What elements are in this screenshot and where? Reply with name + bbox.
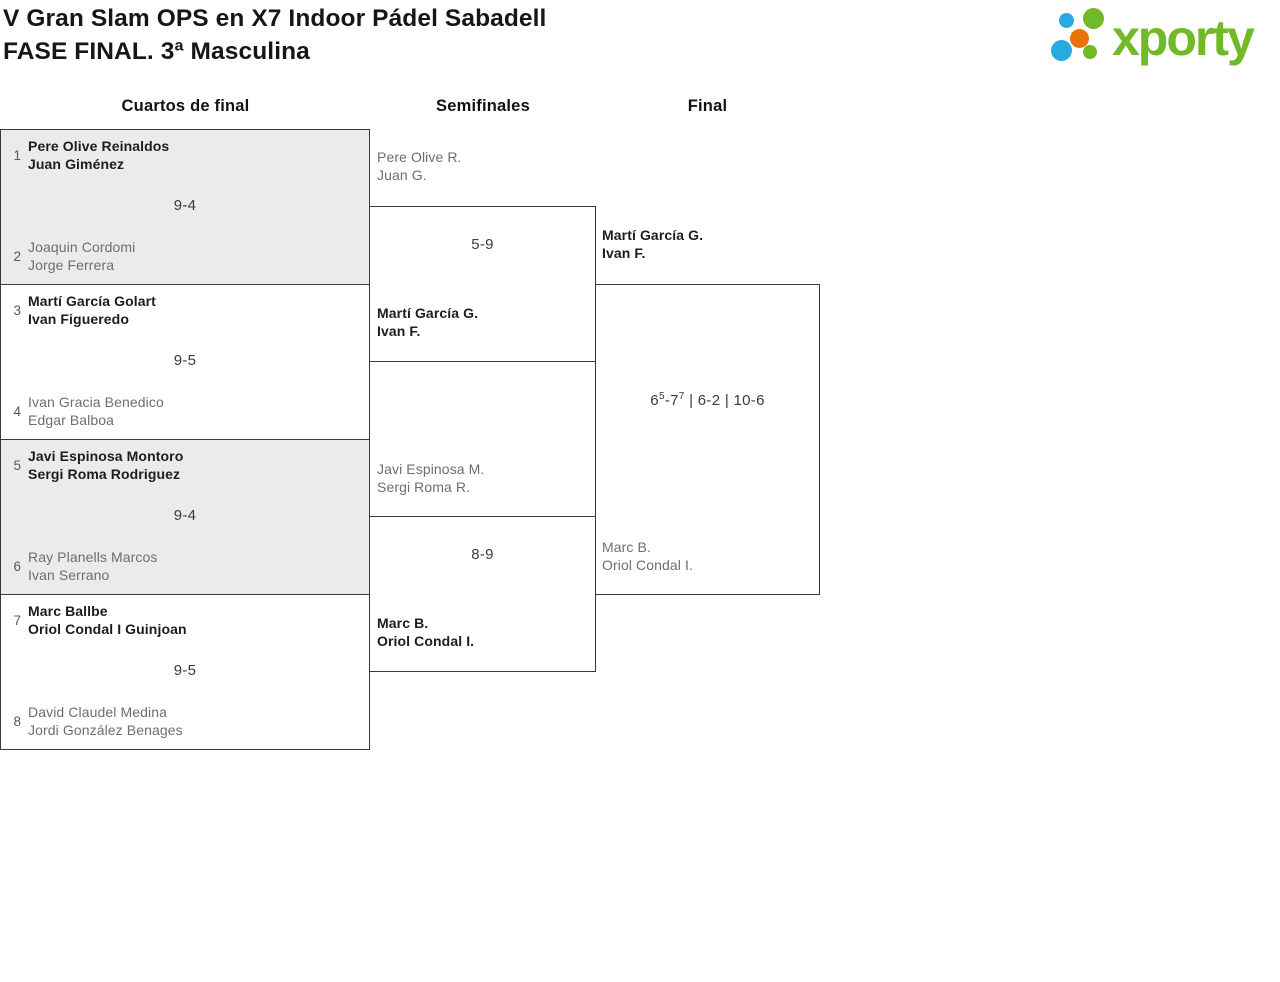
player-name: Javi Espinosa M. [377, 461, 485, 477]
seed-number: 1 [13, 147, 21, 163]
player-name: Sergi Roma Rodriguez [28, 466, 181, 482]
player-name: Pere Olive R. [377, 149, 462, 165]
column-header-final: Final [687, 97, 728, 115]
team-names: Martí García Golart Ivan Figueredo [28, 292, 156, 328]
player-name: Ivan Gracia Benedico [28, 394, 164, 410]
player-name: Javi Espinosa Montoro [28, 448, 184, 464]
final-match-box [595, 284, 820, 595]
player-name: David Claudel Medina [28, 704, 167, 720]
qf-match-1: 1 Pere Olive Reinaldos Juan Giménez 9-4 … [0, 129, 370, 285]
bracket-slot-seed6: 6 Ray Planells Marcos Ivan Serrano [1, 548, 369, 584]
final-score-part: 7 [670, 392, 679, 409]
qf-match-4: 7 Marc Ballbe Oriol Condal I Guinjoan 9-… [0, 594, 370, 750]
player-name: Ivan F. [602, 245, 646, 261]
player-name: Martí García Golart [28, 293, 156, 309]
bracket-slot-seed8: 8 David Claudel Medina Jordi González Be… [1, 703, 369, 739]
logo-dot-blue-big-icon [1051, 40, 1072, 61]
final-score-part: - [664, 392, 671, 409]
team-names: Marc Ballbe Oriol Condal I Guinjoan [28, 602, 187, 638]
final-score: 65-77 | 6-2 | 10-6 [595, 391, 820, 410]
final-score-tiebreak: 7 [678, 391, 685, 402]
page-title: V Gran Slam OPS en X7 Indoor Pádel Sabad… [3, 2, 546, 68]
logo-dot-green-small-icon [1083, 45, 1097, 59]
logo-dot-green-big-icon [1083, 8, 1104, 29]
tournament-title: V Gran Slam OPS en X7 Indoor Pádel Sabad… [3, 5, 547, 32]
final-team-top: Martí García G. Ivan F. [602, 226, 703, 262]
seed-number: 8 [13, 713, 21, 729]
player-name: Ivan Figueredo [28, 311, 129, 327]
team-names: Pere Olive Reinaldos Juan Giménez [28, 137, 169, 173]
qf-match-3: 5 Javi Espinosa Montoro Sergi Roma Rodri… [0, 439, 370, 595]
logo-dot-blue-small-icon [1059, 13, 1074, 28]
sf2-team-top: Javi Espinosa M. Sergi Roma R. [377, 460, 484, 496]
final-score-tiebreak: 5 [658, 391, 665, 402]
sf1-team-bottom: Martí García G. Ivan F. [377, 304, 478, 340]
final-score-part: | 6-2 | 10-6 [684, 392, 765, 409]
player-name: Oriol Condal I Guinjoan [28, 621, 187, 637]
final-team-bottom: Marc B. Oriol Condal I. [602, 538, 693, 574]
player-name: Martí García G. [377, 305, 479, 321]
player-name: Marc Ballbe [28, 603, 108, 619]
team-names: Javi Espinosa Montoro Sergi Roma Rodrigu… [28, 447, 183, 483]
player-name: Ivan Serrano [28, 567, 110, 583]
bracket-slot-seed7: 7 Marc Ballbe Oriol Condal I Guinjoan [1, 602, 369, 638]
column-header-quarterfinals: Cuartos de final [121, 97, 250, 115]
player-name: Martí García G. [602, 227, 704, 243]
bracket-slot-seed5: 5 Javi Espinosa Montoro Sergi Roma Rodri… [1, 447, 369, 483]
seed-number: 2 [13, 248, 21, 264]
match-score: 9-4 [173, 507, 197, 524]
seed-number: 6 [13, 558, 21, 574]
player-name: Ivan F. [377, 323, 421, 339]
bracket-slot-seed1: 1 Pere Olive Reinaldos Juan Giménez [1, 137, 369, 173]
match-score: 9-4 [173, 197, 197, 214]
player-name: Marc B. [377, 615, 429, 631]
team-names: David Claudel Medina Jordi González Bena… [28, 703, 183, 739]
sf2-score: 8-9 [471, 546, 494, 563]
qf-match-2: 3 Martí García Golart Ivan Figueredo 9-5… [0, 284, 370, 440]
match-score: 9-5 [173, 352, 197, 369]
bracket-slot-seed3: 3 Martí García Golart Ivan Figueredo [1, 292, 369, 328]
final-score-part: 6 [650, 392, 659, 409]
seed-number: 3 [13, 302, 21, 318]
team-names: Ray Planells Marcos Ivan Serrano [28, 548, 158, 584]
seed-number: 5 [13, 457, 21, 473]
logo-wordmark: xporty [1112, 10, 1255, 66]
column-header-semifinals: Semifinales [436, 97, 530, 115]
player-name: Oriol Condal I. [602, 557, 693, 573]
player-name: Jorge Ferrera [28, 257, 115, 273]
player-name: Jordi González Benages [28, 722, 183, 738]
player-name: Juan G. [377, 167, 427, 183]
sf1-score: 5-9 [471, 236, 494, 253]
team-names: Ivan Gracia Benedico Edgar Balboa [28, 393, 164, 429]
player-name: Edgar Balboa [28, 412, 115, 428]
bracket-slot-seed4: 4 Ivan Gracia Benedico Edgar Balboa [1, 393, 369, 429]
phase-title: FASE FINAL. 3ª Masculina [3, 38, 310, 65]
seed-number: 7 [13, 612, 21, 628]
player-name: Ray Planells Marcos [28, 549, 158, 565]
player-name: Marc B. [602, 539, 651, 555]
player-name: Joaquin Cordomi [28, 239, 136, 255]
sf2-team-bottom: Marc B. Oriol Condal I. [377, 614, 474, 650]
logo-dot-orange-icon [1070, 29, 1089, 48]
player-name: Juan Giménez [28, 156, 125, 172]
player-name: Oriol Condal I. [377, 633, 475, 649]
match-score: 9-5 [173, 662, 197, 679]
seed-number: 4 [13, 403, 21, 419]
bracket-slot-seed2: 2 Joaquin Cordomi Jorge Ferrera [1, 238, 369, 274]
player-name: Sergi Roma R. [377, 479, 471, 495]
player-name: Pere Olive Reinaldos [28, 138, 170, 154]
team-names: Joaquin Cordomi Jorge Ferrera [28, 238, 135, 274]
sf1-team-top: Pere Olive R. Juan G. [377, 148, 462, 184]
